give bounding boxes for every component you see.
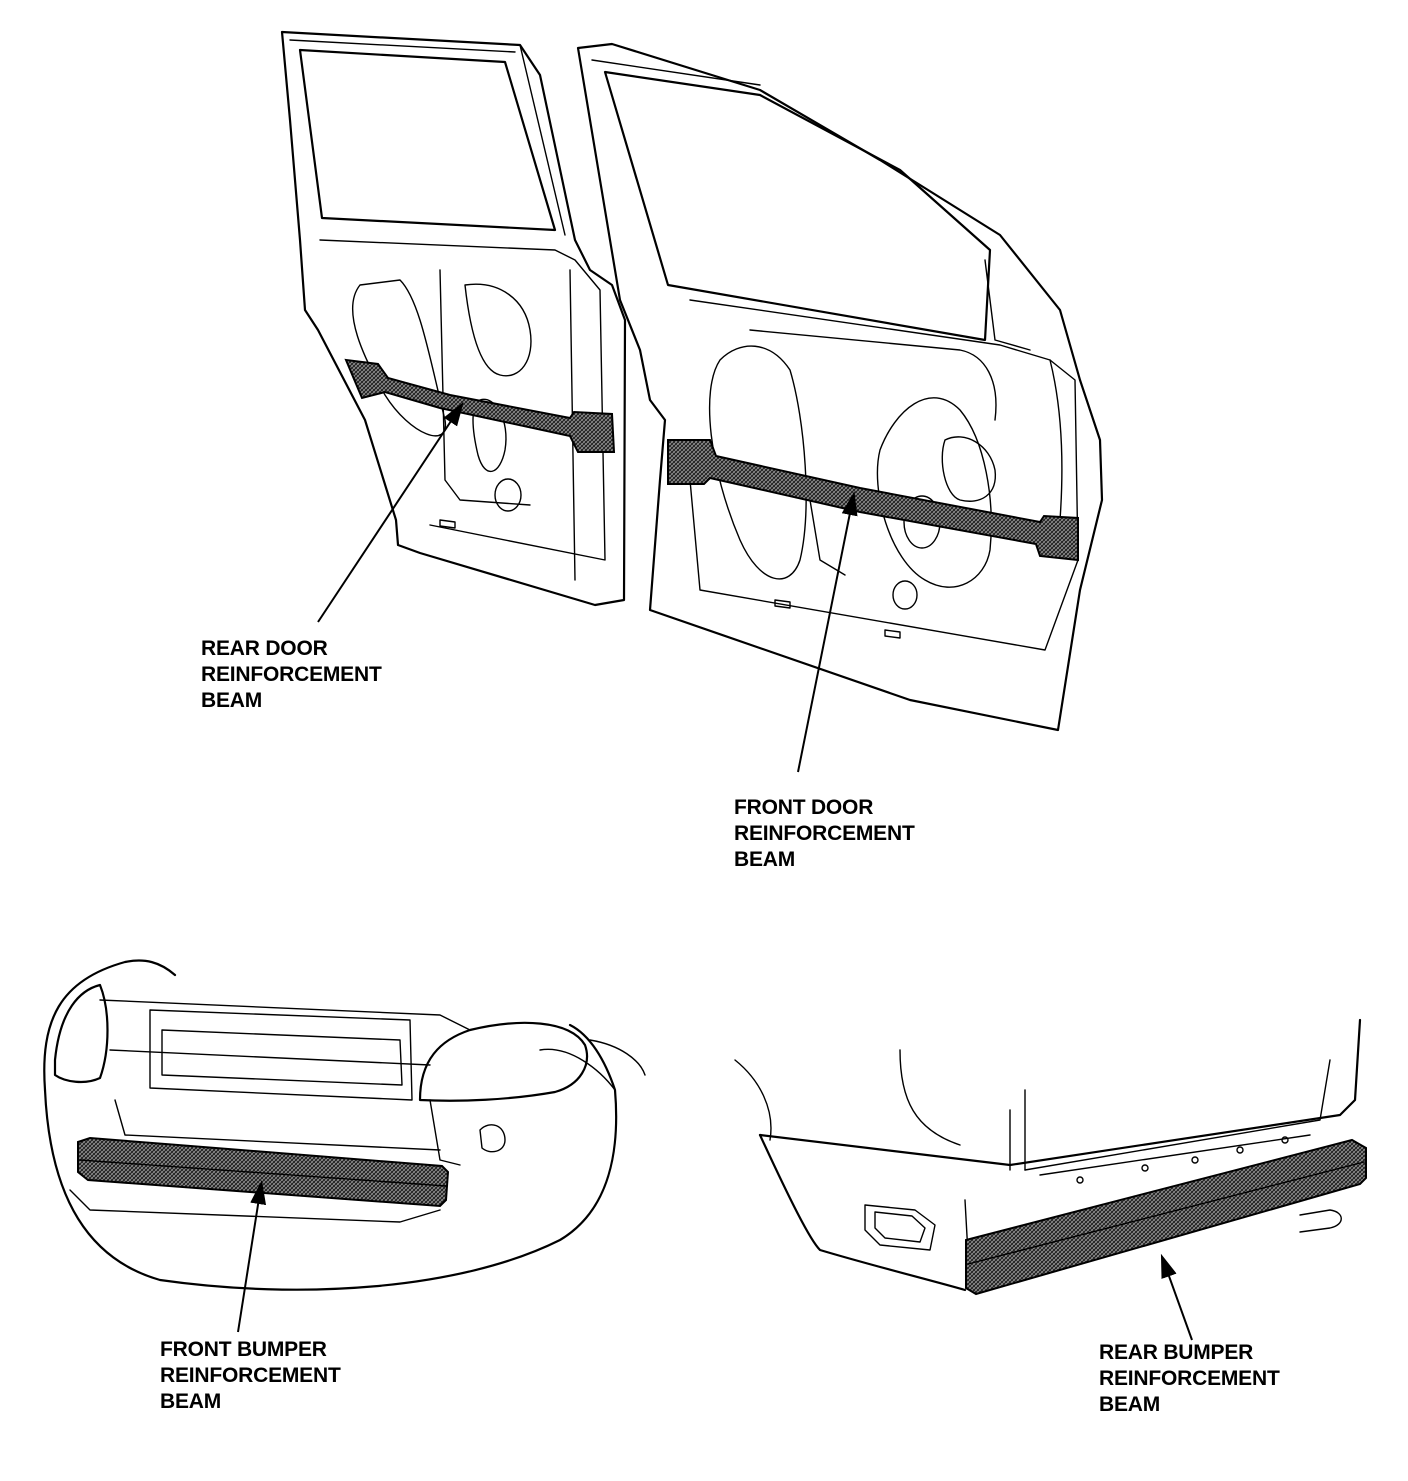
- front-door-label-line2: REINFORCEMENT: [734, 822, 915, 845]
- front-bumper-assembly: [43, 959, 646, 1291]
- rear-bumper-label-line2: REINFORCEMENT: [1099, 1367, 1280, 1390]
- front-door: [576, 42, 1104, 732]
- rear-door-label-line3: BEAM: [201, 689, 263, 712]
- front-bumper-beam-label: FRONT BUMPER REINFORCEMENT BEAM: [160, 1337, 341, 1415]
- front-bumper-label-line2: REINFORCEMENT: [160, 1364, 341, 1387]
- rear-door-label-line1: REAR DOOR: [201, 637, 328, 660]
- rear-door-label-line2: REINFORCEMENT: [201, 663, 382, 686]
- front-bumper-label-line1: FRONT BUMPER: [160, 1338, 327, 1361]
- rear-bumper-label-line1: REAR BUMPER: [1099, 1341, 1254, 1364]
- front-door-label-line1: FRONT DOOR: [734, 796, 874, 819]
- front-door-beam-label: FRONT DOOR REINFORCEMENT BEAM: [734, 795, 915, 873]
- rear-bumper-label-line3: BEAM: [1099, 1393, 1161, 1416]
- front-bumper-leader: [237, 1180, 267, 1333]
- front-door-label-line3: BEAM: [734, 848, 796, 871]
- front-bumper-label-line3: BEAM: [160, 1390, 222, 1413]
- rear-door: [280, 30, 627, 607]
- rear-door-beam-label: REAR DOOR REINFORCEMENT BEAM: [201, 636, 382, 714]
- rear-door-leader: [317, 401, 464, 623]
- rear-bumper-leader: [1160, 1253, 1193, 1341]
- rear-bumper-assembly: [734, 1018, 1367, 1296]
- front-door-leader: [797, 491, 858, 773]
- rear-bumper-beam-label: REAR BUMPER REINFORCEMENT BEAM: [1099, 1340, 1280, 1418]
